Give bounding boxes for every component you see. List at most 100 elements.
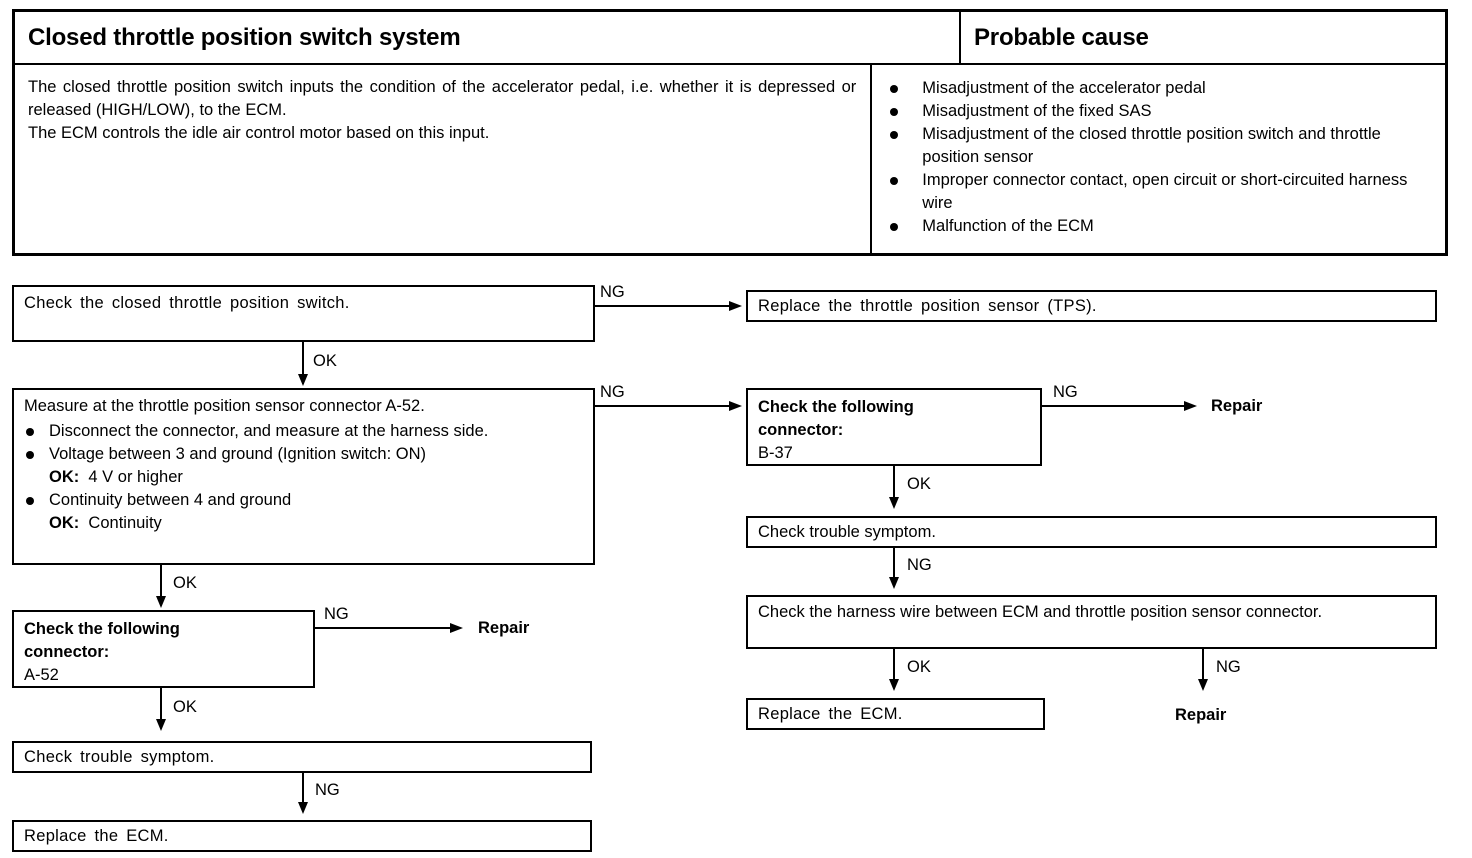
connector-line-ng-5 [1042, 405, 1184, 407]
measure-title: Measure at the throttle position sensor … [24, 397, 425, 415]
branch-label-ng-2: NG [600, 383, 625, 401]
table-body-row: The closed throttle position switch inpu… [15, 65, 1445, 253]
description-paragraph-2: The ECM controls the idle air control mo… [28, 124, 490, 142]
list-item: Malfunction of the ECM [888, 215, 1437, 238]
box-content: Check the following connector: A-52 [14, 612, 313, 691]
flow-box-check-trouble-symptom-right[interactable]: Check trouble symptom. [746, 516, 1437, 548]
box-content: Replace the throttle position sensor (TP… [748, 292, 1435, 322]
list-item: Continuity between 4 and ground OK: Cont… [24, 489, 584, 535]
arrow-down-icon [298, 374, 308, 386]
bullet-icon [26, 428, 34, 436]
box-text: Replace the ECM. [24, 827, 169, 845]
header-cell-system: Closed throttle position switch system [15, 12, 961, 63]
flow-box-check-trouble-symptom-left[interactable]: Check trouble symptom. [12, 741, 592, 773]
box-text: Check trouble symptom. [24, 748, 215, 766]
box-text: Replace the throttle position sensor (TP… [758, 297, 1097, 315]
flow-box-check-harness-wire[interactable]: Check the harness wire between ECM and t… [746, 595, 1437, 649]
flow-box-check-closed-throttle-switch[interactable]: Check the closed throttle position switc… [12, 285, 595, 342]
connector-id: B-37 [758, 444, 793, 462]
bullet-icon [890, 85, 899, 93]
branch-label-ng-6: NG [907, 556, 932, 574]
flow-box-replace-ecm-left[interactable]: Replace the ECM. [12, 820, 592, 852]
probable-cause-title: Probable cause [974, 23, 1149, 51]
cause-text: Malfunction of the ECM [922, 217, 1094, 235]
arrow-right-icon [1184, 401, 1197, 411]
measure-step-text: Disconnect the connector, and measure at… [49, 422, 489, 440]
flow-box-check-connector-b37[interactable]: Check the following connector: B-37 [746, 388, 1042, 466]
ok-value: 4 V or higher [88, 468, 183, 486]
branch-label-ok-5: OK [907, 658, 931, 676]
box-content: Replace the ECM. [748, 700, 1043, 730]
connector-line-ng-4 [302, 773, 304, 811]
arrow-right-icon [450, 623, 463, 633]
branch-label-ng-3: NG [324, 605, 349, 623]
flow-box-replace-ecm-right[interactable]: Replace the ECM. [746, 698, 1045, 730]
table-header-row: Closed throttle position switch system P… [15, 12, 1445, 65]
box-content: Check the following connector: B-37 [748, 390, 1040, 469]
connector-id: A-52 [24, 666, 59, 684]
cause-text: Misadjustment of the accelerator pedal [922, 79, 1206, 97]
box-content: Check trouble symptom. [14, 743, 590, 773]
connector-title-line-2: connector: [24, 643, 110, 661]
bullet-icon [26, 497, 34, 505]
measure-step-text: Continuity between 4 and ground [49, 491, 292, 509]
list-item: Misadjustment of the fixed SAS [888, 100, 1437, 123]
cause-text: Improper connector contact, open circuit… [922, 171, 1408, 212]
arrow-down-icon [156, 596, 166, 608]
branch-label-ng-1: NG [600, 283, 625, 301]
connector-title-line-1: Check the following [24, 620, 180, 638]
measure-step-result: OK: Continuity [49, 512, 584, 535]
flow-label-repair-right-bottom: Repair [1175, 706, 1227, 724]
cause-text: Misadjustment of the fixed SAS [922, 102, 1152, 120]
system-description-cell: The closed throttle position switch inpu… [15, 65, 873, 253]
arrow-right-icon [729, 301, 742, 311]
connector-title-line-1: Check the following [758, 398, 914, 416]
arrow-down-icon [889, 679, 899, 691]
probable-cause-cell: Misadjustment of the accelerator pedal M… [872, 65, 1445, 253]
branch-label-ng-7: NG [1216, 658, 1241, 676]
box-text: Check the closed throttle position switc… [24, 294, 350, 312]
description-paragraph-1: The closed throttle position switch inpu… [28, 78, 857, 119]
connector-line-ok-4 [893, 466, 895, 506]
arrow-down-icon [156, 719, 166, 731]
measure-step-result: OK: 4 V or higher [49, 466, 584, 489]
connector-title-line-2: connector: [758, 421, 844, 439]
connector-line-ng-7 [1202, 649, 1204, 688]
connector-line-ok-2 [160, 565, 162, 605]
flow-box-check-connector-a52[interactable]: Check the following connector: A-52 [12, 610, 315, 688]
branch-label-ng-4: NG [315, 781, 340, 799]
ok-value: Continuity [88, 514, 162, 532]
bullet-icon [890, 177, 899, 185]
connector-line-ok-3 [160, 688, 162, 728]
flow-label-repair-left: Repair [478, 619, 530, 637]
measure-steps-list: Disconnect the connector, and measure at… [24, 420, 584, 535]
list-item: Misadjustment of the closed throttle pos… [888, 123, 1437, 169]
branch-label-ok-1: OK [313, 352, 337, 370]
list-item: Misadjustment of the accelerator pedal [888, 77, 1437, 100]
box-text: Check trouble symptom. [758, 523, 936, 541]
bullet-icon [890, 131, 899, 139]
connector-line-ng-1 [595, 305, 729, 307]
arrow-right-icon [729, 401, 742, 411]
measure-step-text: Voltage between 3 and ground (Ignition s… [49, 445, 426, 463]
connector-line-ng-3 [315, 627, 450, 629]
branch-label-ng-5: NG [1053, 383, 1078, 401]
symptom-cause-table: Closed throttle position switch system P… [12, 9, 1448, 256]
box-text: Check the harness wire between ECM and t… [758, 603, 1323, 621]
list-item: Voltage between 3 and ground (Ignition s… [24, 443, 584, 489]
arrow-down-icon [298, 802, 308, 814]
box-text: Replace the ECM. [758, 705, 903, 723]
box-content: Measure at the throttle position sensor … [14, 390, 593, 539]
flow-box-replace-tps[interactable]: Replace the throttle position sensor (TP… [746, 290, 1437, 322]
connector-line-ok-1 [302, 342, 304, 384]
cause-text: Misadjustment of the closed throttle pos… [922, 125, 1381, 166]
flow-label-repair-right-top: Repair [1211, 397, 1263, 415]
list-item: Disconnect the connector, and measure at… [24, 420, 584, 443]
box-content: Check the closed throttle position switc… [14, 287, 593, 319]
bullet-icon [890, 223, 899, 231]
arrow-down-icon [889, 577, 899, 589]
box-content: Replace the ECM. [14, 822, 590, 852]
flow-box-measure-tps-connector[interactable]: Measure at the throttle position sensor … [12, 388, 595, 565]
box-content: Check the harness wire between ECM and t… [748, 597, 1435, 628]
